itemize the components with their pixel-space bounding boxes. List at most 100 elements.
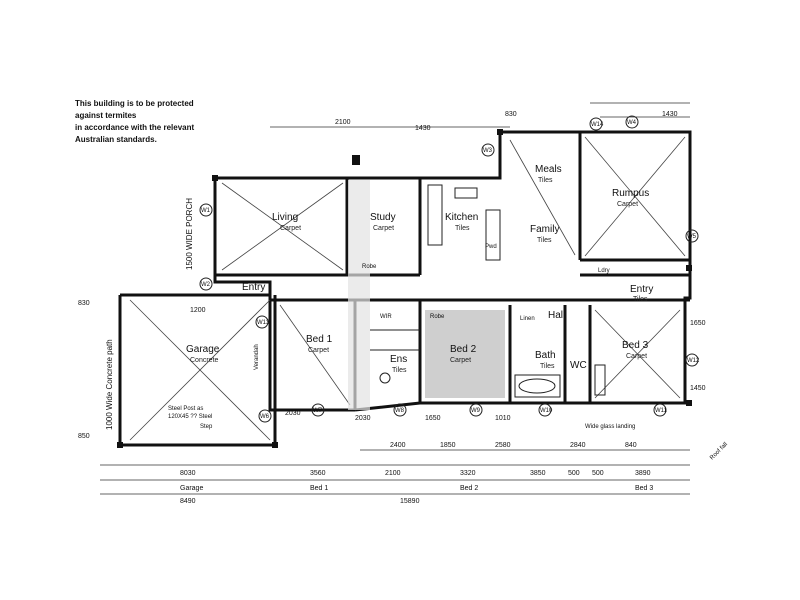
dim-b2-5: 3850 [530, 470, 546, 477]
dim-b3-1: Garage [180, 485, 203, 492]
termite-note: This building is to be protected against… [75, 99, 194, 144]
path-label: 1000 Wide Concrete path [105, 339, 114, 430]
room-family: Family [530, 224, 559, 235]
tag-w12: W12 [687, 358, 700, 364]
room-bed1: Bed 1 [306, 334, 333, 345]
tag-w10: W10 [540, 408, 553, 414]
room-pwd: Pwd [485, 244, 497, 250]
garage-dims: 120X45 ?? Steel [168, 414, 212, 420]
room-living: Living [272, 212, 298, 223]
tag-w8: W8 [395, 408, 405, 414]
window-tags: W1 W2 W3 W4 W5 W6 W7 W8 W9 W10 W11 W12 W… [199, 115, 700, 423]
bottom-dimensions: 2400 1850 2580 2840 840 8030 3560 2100 3… [100, 442, 690, 505]
room-linen: Linen [520, 316, 535, 322]
room-bed3-floor: Carpet [626, 353, 647, 360]
tag-w13: W13 [257, 320, 270, 326]
dim-b1-3: 2580 [495, 442, 511, 449]
note-line-2: against termites [75, 111, 137, 120]
room-kitchen: Kitchen [445, 212, 478, 223]
dim-b2-7: 500 [592, 470, 604, 477]
room-entry2-floor: Tiles [633, 296, 648, 303]
room-garage-floor: Concrete [190, 357, 219, 364]
dim-room-2: 2030 [285, 410, 301, 417]
dim-right-2: 1450 [690, 385, 706, 392]
room-wir: WIR [380, 314, 392, 320]
bath-fixtures [379, 364, 606, 398]
room-entry: Entry [242, 282, 265, 293]
dim-b3-2: Bed 1 [310, 485, 328, 492]
dim-b3-4: Bed 3 [635, 485, 653, 492]
room-bed2: Bed 2 [450, 344, 477, 355]
dim-top-4: 1430 [662, 111, 678, 118]
dim-b2-4: 3320 [460, 470, 476, 477]
room-garage: Garage [186, 344, 220, 355]
verandah-label: Verandah [254, 344, 260, 370]
dim-total-2: 15890 [400, 498, 420, 505]
exterior-walls [118, 130, 692, 447]
note-line-4: Australian standards. [75, 135, 157, 144]
note-line-1: This building is to be protected [75, 99, 194, 108]
dim-left-2: 850 [78, 433, 90, 440]
room-dimensions: 1200 2030 2030 1650 1010 1650 1450 830 8… [78, 300, 706, 440]
tag-w6: W6 [260, 414, 270, 420]
porch-label: 1500 WIDE PORCH [185, 198, 194, 270]
tag-w5: W5 [687, 234, 697, 240]
posts [117, 129, 692, 448]
scan-shade [348, 180, 370, 410]
room-ens-floor: Tiles [392, 367, 407, 374]
room-diagonals [129, 136, 686, 441]
tag-w3: W3 [483, 148, 493, 154]
note-line-3: in accordance with the relevant [75, 123, 194, 132]
dim-b3-3: Bed 2 [460, 485, 478, 492]
landing-scribble: Wide glass landing [585, 424, 635, 430]
dim-b2-1: 8030 [180, 470, 196, 477]
dim-b2-8: 3890 [635, 470, 651, 477]
dim-top-3: 830 [505, 111, 517, 118]
room-rumpus: Rumpus [612, 188, 649, 199]
dim-top-2: 1430 [415, 125, 431, 132]
dim-room-5: 1010 [495, 415, 511, 422]
shading [348, 180, 505, 410]
room-living-floor: Carpet [280, 225, 301, 232]
room-wc: WC [570, 360, 587, 371]
tag-w14: W14 [591, 122, 604, 128]
room-bed1-floor: Carpet [308, 347, 329, 354]
room-meals: Meals [535, 164, 562, 175]
room-rumpus-floor: Carpet [617, 201, 638, 208]
room-hall: Hall [548, 310, 565, 321]
tag-w11: W11 [655, 408, 668, 414]
room-bath-floor: Tiles [540, 363, 555, 370]
garage-note: Steel Post as [168, 406, 203, 412]
dim-total-1: 8490 [180, 498, 196, 505]
dim-right-1: 1650 [690, 320, 706, 327]
tag-w1: W1 [201, 208, 211, 214]
room-bed2-floor: Carpet [450, 357, 471, 364]
room-entry2: Entry [630, 284, 653, 295]
kitchen-fixtures [427, 184, 501, 261]
room-study-floor: Carpet [373, 225, 394, 232]
dim-room-4: 1650 [425, 415, 441, 422]
dim-b2-3: 2100 [385, 470, 401, 477]
dim-top-1: 2100 [335, 119, 351, 126]
room-bath: Bath [535, 350, 556, 361]
room-ens: Ens [390, 354, 407, 365]
bed2-shade [425, 310, 505, 398]
room-labels: Living Carpet Study Carpet Kitchen Tiles… [186, 164, 653, 374]
dim-b1-1: 2400 [390, 442, 406, 449]
room-bed3: Bed 3 [622, 340, 649, 351]
tag-w9: W9 [471, 408, 481, 414]
tag-w2: W2 [201, 282, 211, 288]
dim-b2-6: 500 [568, 470, 580, 477]
room-robe-2: Robe [362, 264, 377, 270]
dim-b1-4: 2840 [570, 442, 586, 449]
dim-b1-5: 840 [625, 442, 637, 449]
room-family-floor: Tiles [537, 237, 552, 244]
room-study: Study [370, 212, 396, 223]
tag-w4: W4 [627, 120, 637, 126]
top-dimensions: 2100 1430 830 1430 [270, 102, 690, 132]
dim-room-1: 1200 [190, 307, 206, 314]
room-robe-1: Robe [430, 314, 445, 320]
garage-step: Step [200, 424, 213, 430]
room-ldry: Ldry [598, 268, 610, 274]
